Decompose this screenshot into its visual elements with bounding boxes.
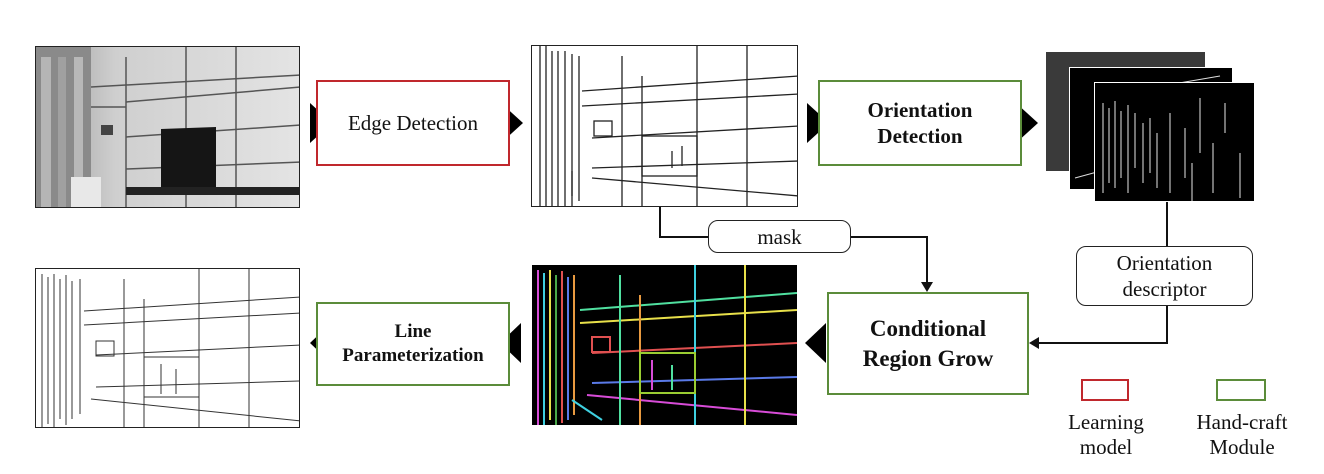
legend-learning-line2: model: [1079, 435, 1133, 459]
arrow-to-line-param-output: [500, 323, 521, 363]
region-grow-label-line1: Conditional: [869, 315, 987, 341]
legend-learning-swatch: [1081, 379, 1129, 401]
final-line-output-image: [35, 268, 300, 428]
edge-detection-box: Edge Detection: [316, 80, 510, 166]
line-param-label-line1: Line: [394, 321, 432, 342]
input-image: [35, 46, 300, 208]
edge-detection-label: Edge Detection: [347, 111, 479, 135]
descriptor-connector-lower: [1038, 305, 1168, 344]
orientation-descriptor-box: Orientation descriptor: [1076, 246, 1253, 306]
line-param-label-line2: Parameterization: [342, 345, 484, 366]
mask-label-box: mask: [708, 220, 851, 253]
arrow-to-region-grow-output: [805, 323, 826, 363]
legend-learning-line1: Learning: [1068, 410, 1144, 434]
region-grow-output-image: [532, 265, 797, 425]
legend-handcraft-swatch: [1216, 379, 1266, 401]
legend-handcraft-line2: Module: [1209, 435, 1275, 459]
orientation-descriptor-line2: descriptor: [1122, 277, 1207, 301]
edge-map-image: [531, 45, 798, 207]
line-parameterization-box: Line Parameterization: [316, 302, 510, 386]
region-grow-label-line2: Region Grow: [862, 345, 994, 371]
orientation-detection-label-line2: Detection: [877, 124, 963, 148]
orientation-map-front: [1094, 82, 1255, 202]
legend-handcraft-label: Hand-craft Module: [1172, 410, 1312, 460]
conditional-region-grow-box: Conditional Region Grow: [827, 292, 1029, 395]
mask-label: mask: [757, 224, 802, 249]
mask-arrowhead: [921, 282, 933, 292]
legend-learning-label: Learning model: [1036, 410, 1176, 460]
legend-handcraft-line1: Hand-craft: [1196, 410, 1288, 434]
descriptor-arrowhead: [1029, 337, 1039, 349]
orientation-descriptor-line1: Orientation: [1116, 251, 1213, 275]
orientation-detection-box: Orientation Detection: [818, 80, 1022, 166]
orientation-detection-label-line1: Orientation: [867, 98, 973, 122]
